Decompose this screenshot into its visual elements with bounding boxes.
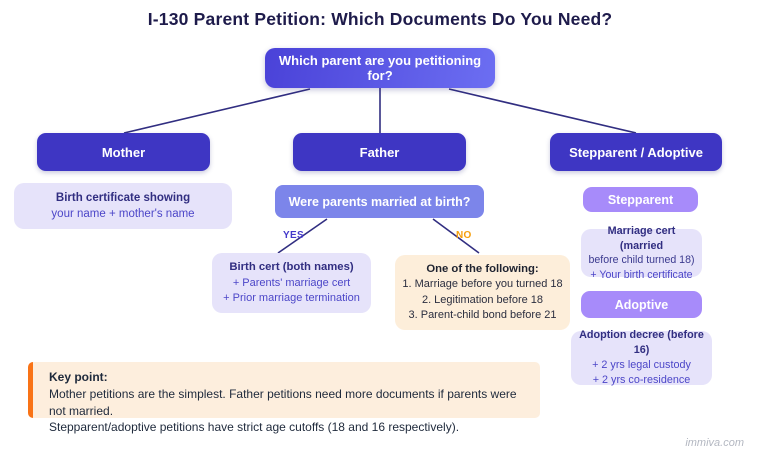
page-title: I-130 Parent Petition: Which Documents D… [147,9,613,29]
stepparent-badge-label: Stepparent [607,192,674,207]
root-question-node: Which parent are you petitioning for? [265,48,495,88]
adoptive-doc-line: + 2 yrs legal custody [592,359,691,371]
mother-node-label: Mother [101,144,146,160]
stepparent-badge: Stepparent [583,187,698,212]
no-doc-line: 1. Marriage before you turned 18 [402,278,563,291]
married-at-birth-question-node: Were parents married at birth? [275,185,484,218]
yes-edge-label: YES [283,230,304,241]
adoptive-badge-label: Adoptive [614,297,669,312]
mother-doc-card: Birth certificate showing your name + mo… [14,183,232,229]
root-question-label: Which parent are you petitioning for? [278,53,482,83]
no-doc-line: 3. Parent-child bond before 21 [408,309,557,322]
mother-doc-line: Birth certificate showing [55,191,191,204]
yes-doc-card: Birth cert (both names) + Parents' marri… [212,253,371,313]
father-node-label: Father [359,144,400,160]
stepparent-doc-line: + Your birth certificate [590,268,693,281]
no-doc-line: 2. Legitimation before 18 [421,293,544,306]
yes-doc-line: Birth cert (both names) [229,260,354,273]
stepparent-doc-line: Marriage cert (married [607,225,676,252]
yes-doc-line: + Prior marriage termination [223,291,360,304]
watermark: immiva.com [685,437,744,449]
no-doc-card: One of the following: 1. Marriage before… [395,255,570,330]
adoptive-doc-card: Adoption decree (before 16) + 2 yrs lega… [571,328,712,387]
key-point-heading: Key point: [49,370,108,384]
stepparent-doc-line: before child turned 18) [588,254,695,267]
no-doc-line: One of the following: [426,262,539,275]
married-at-birth-question-label: Were parents married at birth? [288,194,471,209]
key-point-line: Mother petitions are the simplest. Fathe… [49,386,517,418]
adoptive-doc-line: Adoption decree (before 16) [579,328,704,356]
no-edge-label: NO [456,230,472,241]
mother-doc-line: your name + mother's name [51,208,195,220]
key-point-line: Stepparent/adoptive petitions have stric… [49,420,460,435]
adoptive-doc-line: + 2 yrs co-residence [592,374,691,387]
stepparent-adoptive-node-label: Stepparent / Adoptive [569,144,703,160]
adoptive-badge: Adoptive [581,291,702,318]
stepparent-doc-card: Marriage cert (married before child turn… [581,225,702,281]
yes-doc-line: + Parents' marriage cert [232,276,351,289]
stepparent-adoptive-node: Stepparent / Adoptive [550,133,722,171]
key-point-callout: Key point: Mother petitions are the simp… [28,362,540,434]
father-node: Father [293,133,466,171]
mother-node: Mother [37,133,210,171]
